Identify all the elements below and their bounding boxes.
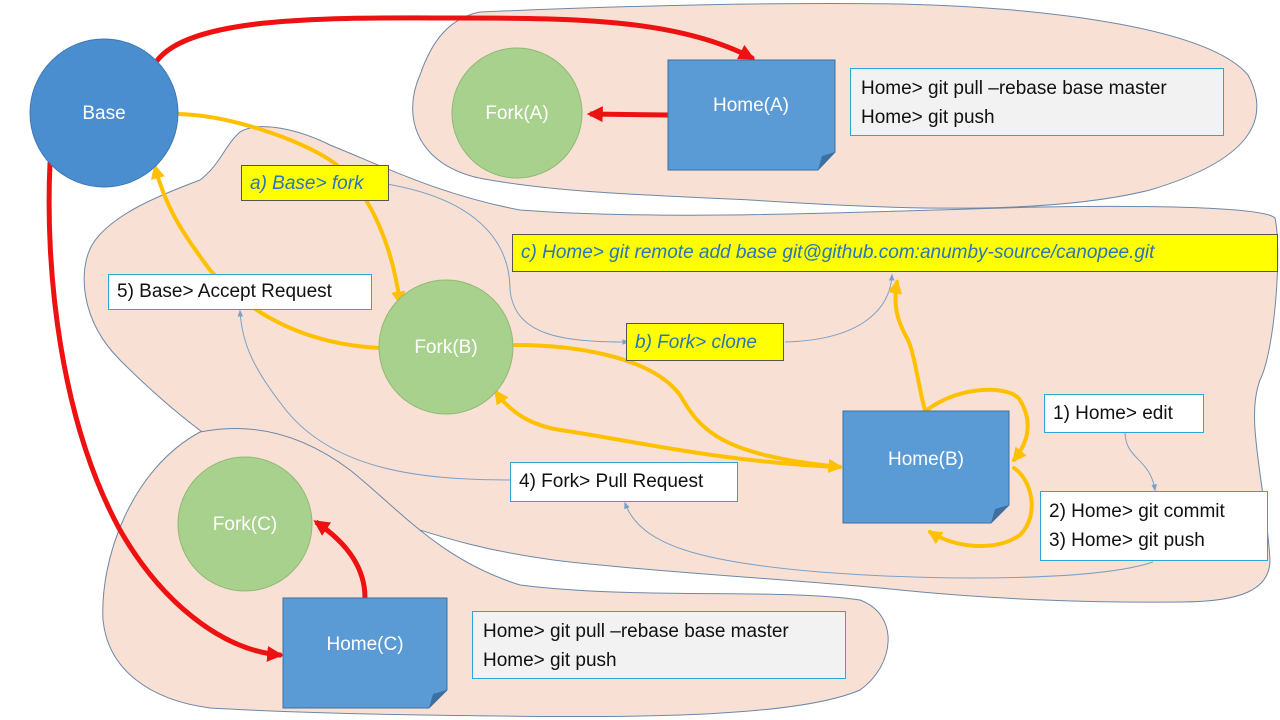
connector-edit-to-commit [1124,432,1157,492]
connector-push-to-pullrequest [624,501,1154,579]
yellow-arrow-base-to-fork-b [176,112,406,306]
home-a-commands-box: Home> git pull –rebase base master Home>… [850,68,1224,136]
home-a-command-line-1: Home> git pull –rebase base master [861,78,1167,99]
yellow-arrow-fork-b-to-home-b [513,343,843,474]
red-arrow-home-a-to-fork-a [586,106,669,123]
fork-b-label: Fork(B) [414,337,477,358]
base-node: Base [29,38,179,188]
step-3-push-line: 3) Home> git push [1049,530,1205,551]
home-a-label: Home(A) [713,95,789,116]
red-arrow-home-c-to-fork-c [313,519,368,599]
home-b-node: Home(B) [842,410,1010,524]
step-4-pull-request-note: 4) Fork> Pull Request [510,462,738,502]
step-1-edit-note: 1) Home> edit [1044,394,1204,433]
connector-fork-to-clone [379,182,630,345]
step-2-commit-line: 2) Home> git commit [1049,501,1225,522]
step-2-3-commit-push-note: 2) Home> git commit 3) Home> git push [1040,491,1268,561]
red-arrow-base-to-home-a [153,15,755,65]
step-a-fork-note: a) Base> fork [241,165,389,201]
step-b-clone-note: b) Fork> clone [626,323,784,361]
red-arrow-base-to-home-c [46,160,284,662]
home-a-node: Home(A) [667,59,836,171]
fork-a-node: Fork(A) [451,47,583,179]
yellow-loop-edit [925,387,1030,463]
home-b-label: Home(B) [888,449,964,470]
yellow-arrow-home-b-to-fork-b [494,389,842,469]
yellow-arrow-home-b-to-remote [887,279,927,412]
home-c-command-line-1: Home> git pull –rebase base master [483,621,789,642]
fork-a-label: Fork(A) [485,103,548,124]
yellow-loop-commit-push [927,466,1034,549]
home-c-node: Home(C) [282,597,448,709]
fork-b-node: Fork(B) [378,279,514,415]
step-5-accept-note: 5) Base> Accept Request [108,274,372,310]
fork-c-node: Fork(C) [177,456,313,592]
step-c-remote-note: c) Home> git remote add base git@github.… [512,234,1278,272]
home-c-label: Home(C) [326,634,403,655]
connector-pullrequest-to-accept [237,309,511,481]
fork-c-label: Fork(C) [213,514,277,535]
home-a-command-line-2: Home> git push [861,107,995,128]
base-label: Base [82,103,125,124]
home-c-command-line-2: Home> git push [483,650,617,671]
home-c-commands-box: Home> git pull –rebase base master Home>… [472,611,846,679]
